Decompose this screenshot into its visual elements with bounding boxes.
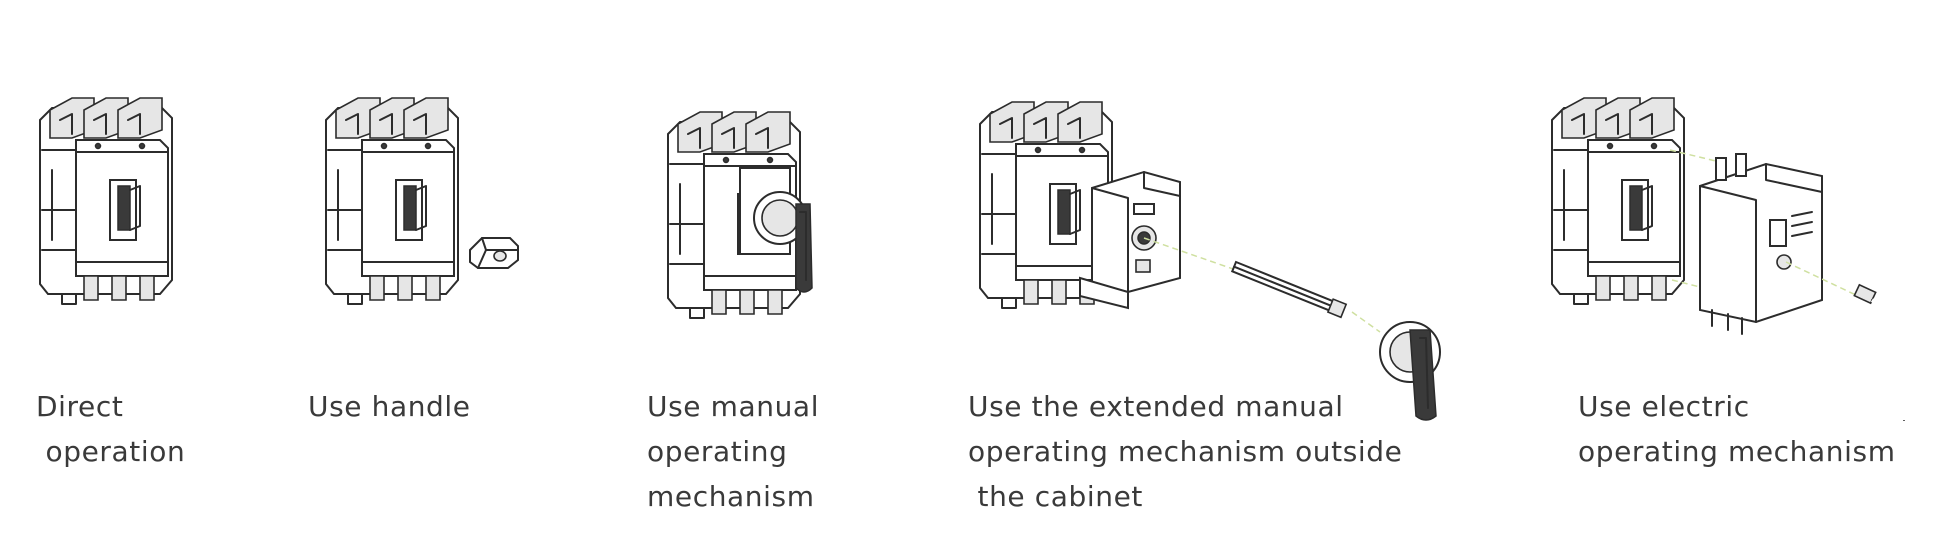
alignment-line-4 <box>1785 261 1859 297</box>
alignment-line-2 <box>1351 311 1381 333</box>
handle-part <box>469 237 519 269</box>
extension-shaft <box>1230 260 1348 319</box>
caption-manual-mechanism: Use manual operating mechanism <box>647 384 819 519</box>
caption-line: operating <box>647 435 788 468</box>
alignment-line-1 <box>1143 237 1237 271</box>
caption-line: Direct <box>36 390 124 423</box>
caption-electric-mechanism: Use electric operating mechanism <box>1578 384 1896 474</box>
caption-direct-operation: Direct operation <box>36 384 185 474</box>
caption-line: Use the extended manual <box>968 390 1344 423</box>
caption-line: Use electric <box>1578 390 1750 423</box>
rotary-handle <box>739 167 813 293</box>
caption-line: Use handle <box>308 390 471 423</box>
caption-line: operating mechanism outside <box>968 435 1403 468</box>
caption-line: the cabinet <box>968 480 1144 513</box>
mounting-bracket <box>1079 170 1181 310</box>
caption-line: operation <box>36 435 186 468</box>
door-rotary-handle <box>1379 321 1441 421</box>
breaker-with-electric-mechanism <box>1551 97 1685 305</box>
caption-line: operating mechanism <box>1578 435 1896 468</box>
caption-line: mechanism <box>647 480 815 513</box>
caption-line: Use manual <box>647 390 820 423</box>
breaker-direct <box>39 97 173 305</box>
caption-extended-mechanism: Use the extended manual operating mechan… <box>968 384 1403 519</box>
electric-cable <box>1853 283 1906 421</box>
motor-operator-unit <box>1699 153 1823 335</box>
breaker-with-handle <box>325 97 459 305</box>
caption-use-handle: Use handle <box>308 384 471 429</box>
